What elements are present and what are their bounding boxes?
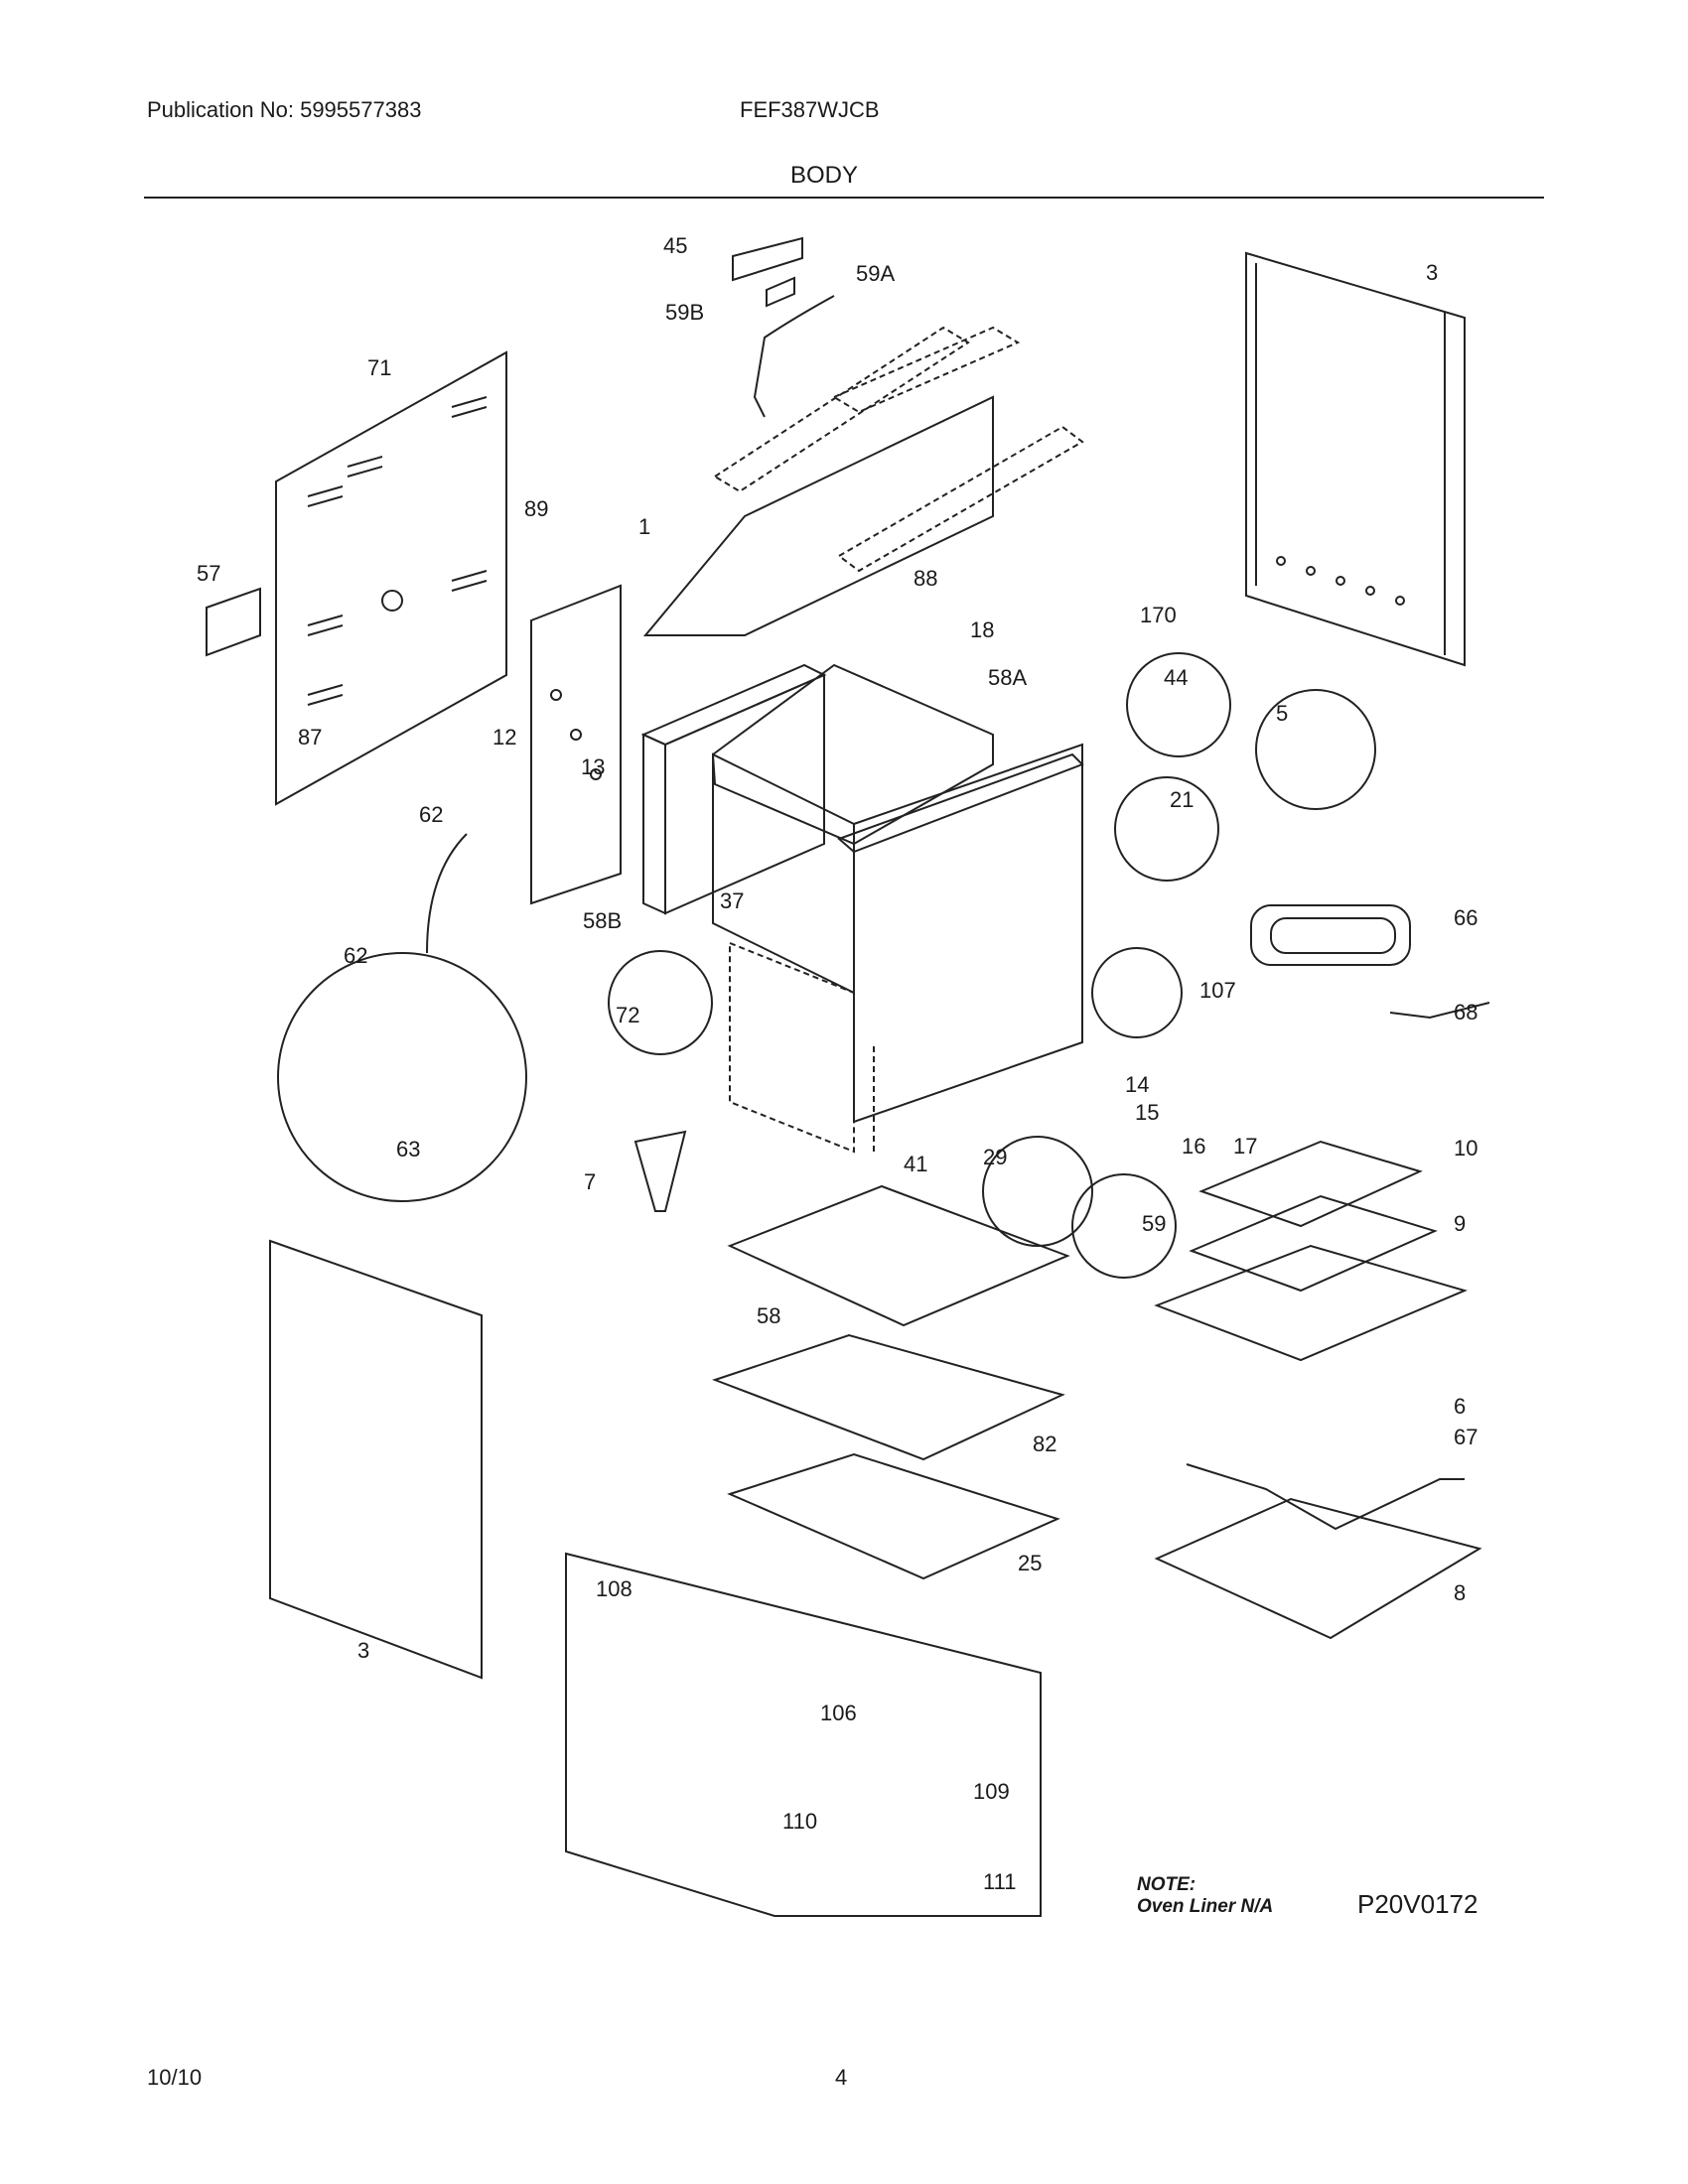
svg-text:1: 1 <box>638 514 650 539</box>
svg-text:87: 87 <box>298 725 322 750</box>
note-heading: NOTE: <box>1137 1874 1196 1895</box>
svg-text:109: 109 <box>973 1779 1010 1804</box>
left-side-panel <box>269 1239 483 1680</box>
svg-text:3: 3 <box>357 1638 369 1663</box>
bottom-heat-shield <box>712 1333 1065 1461</box>
svg-text:88: 88 <box>914 566 937 591</box>
broil-element <box>1250 904 1490 1020</box>
model-number: FEF387WJCB <box>740 97 880 122</box>
svg-text:62: 62 <box>419 802 443 827</box>
svg-text:82: 82 <box>1033 1432 1056 1456</box>
svg-text:16: 16 <box>1182 1134 1205 1159</box>
svg-text:106: 106 <box>820 1701 857 1725</box>
detail-59 <box>1071 1173 1177 1279</box>
svg-text:68: 68 <box>1454 1000 1477 1024</box>
oven-rack <box>1154 1244 1468 1362</box>
detail-44 <box>1126 652 1231 757</box>
svg-text:59B: 59B <box>665 300 704 325</box>
svg-text:71: 71 <box>367 355 391 380</box>
svg-text:18: 18 <box>970 617 994 642</box>
svg-text:37: 37 <box>720 888 744 913</box>
svg-text:58B: 58B <box>583 908 622 933</box>
svg-text:29: 29 <box>983 1145 1007 1169</box>
svg-text:66: 66 <box>1454 905 1477 930</box>
svg-text:170: 170 <box>1140 603 1177 627</box>
element-rails <box>713 326 1084 573</box>
svg-text:108: 108 <box>596 1576 633 1601</box>
control-side-panel <box>530 584 622 905</box>
svg-text:110: 110 <box>782 1809 817 1834</box>
detail-21 <box>1114 776 1219 882</box>
bottom-tray <box>1154 1497 1482 1640</box>
svg-text:10: 10 <box>1454 1136 1477 1160</box>
detail-62 <box>277 952 527 1202</box>
svg-text:12: 12 <box>492 725 516 750</box>
broiler-pan <box>1189 1194 1438 1293</box>
svg-text:15: 15 <box>1135 1100 1159 1125</box>
footer-page-number: 4 <box>835 2065 848 2090</box>
svg-text:89: 89 <box>524 496 548 521</box>
footer-date: 10/10 <box>147 2065 203 2090</box>
svg-text:59: 59 <box>1142 1211 1166 1236</box>
svg-text:57: 57 <box>197 561 220 586</box>
svg-text:107: 107 <box>1199 978 1236 1003</box>
svg-text:25: 25 <box>1018 1551 1042 1575</box>
svg-text:58A: 58A <box>988 665 1027 690</box>
detail-pointer-arrow <box>426 833 468 954</box>
publication-number: Publication No: 5995577383 <box>147 97 422 122</box>
svg-text:3: 3 <box>1426 260 1438 285</box>
svg-text:6: 6 <box>1454 1394 1466 1419</box>
right-side-panel <box>1245 251 1466 667</box>
detail-29 <box>982 1136 1093 1247</box>
svg-text:58: 58 <box>757 1303 780 1328</box>
svg-text:7: 7 <box>584 1169 596 1194</box>
svg-text:14: 14 <box>1125 1072 1149 1097</box>
front-frame <box>729 941 875 1154</box>
svg-text:5: 5 <box>1276 701 1288 726</box>
svg-text:41: 41 <box>904 1152 927 1176</box>
top-bracket-part <box>732 236 835 418</box>
bottom-insulation <box>727 1184 1070 1327</box>
svg-text:63: 63 <box>396 1137 420 1161</box>
side-insulation <box>640 663 827 915</box>
svg-text:111: 111 <box>983 1869 1016 1894</box>
note-text: Oven Liner N/A <box>1137 1896 1274 1917</box>
svg-text:17: 17 <box>1233 1134 1257 1159</box>
bottom-plate <box>727 1452 1060 1580</box>
svg-text:9: 9 <box>1454 1211 1466 1236</box>
svg-text:72: 72 <box>616 1003 639 1027</box>
svg-text:8: 8 <box>1454 1580 1466 1605</box>
header-rule <box>144 197 1544 199</box>
door-hinge <box>633 1130 687 1212</box>
detail-5 <box>1255 689 1376 810</box>
svg-text:13: 13 <box>581 754 605 779</box>
svg-text:62: 62 <box>344 943 367 968</box>
oven-back-wall <box>642 395 994 636</box>
svg-text:44: 44 <box>1164 665 1188 690</box>
bake-element <box>1186 1463 1465 1531</box>
fan-cover <box>1091 947 1183 1038</box>
svg-text:45: 45 <box>663 233 687 258</box>
page-title: BODY <box>790 162 859 189</box>
diagram-code: P20V0172 <box>1357 1889 1478 1919</box>
broiler-pan-insert <box>1198 1140 1423 1228</box>
detail-72 <box>608 950 713 1055</box>
svg-text:67: 67 <box>1454 1425 1477 1449</box>
svg-text:59A: 59A <box>856 261 895 286</box>
small-plate <box>206 587 261 657</box>
svg-text:21: 21 <box>1170 787 1194 812</box>
note: NOTE: Oven Liner N/A <box>1137 1874 1273 1918</box>
oven-cavity <box>711 663 1084 1124</box>
convection-fan-box <box>565 1552 1042 1917</box>
back-panel <box>275 350 507 806</box>
